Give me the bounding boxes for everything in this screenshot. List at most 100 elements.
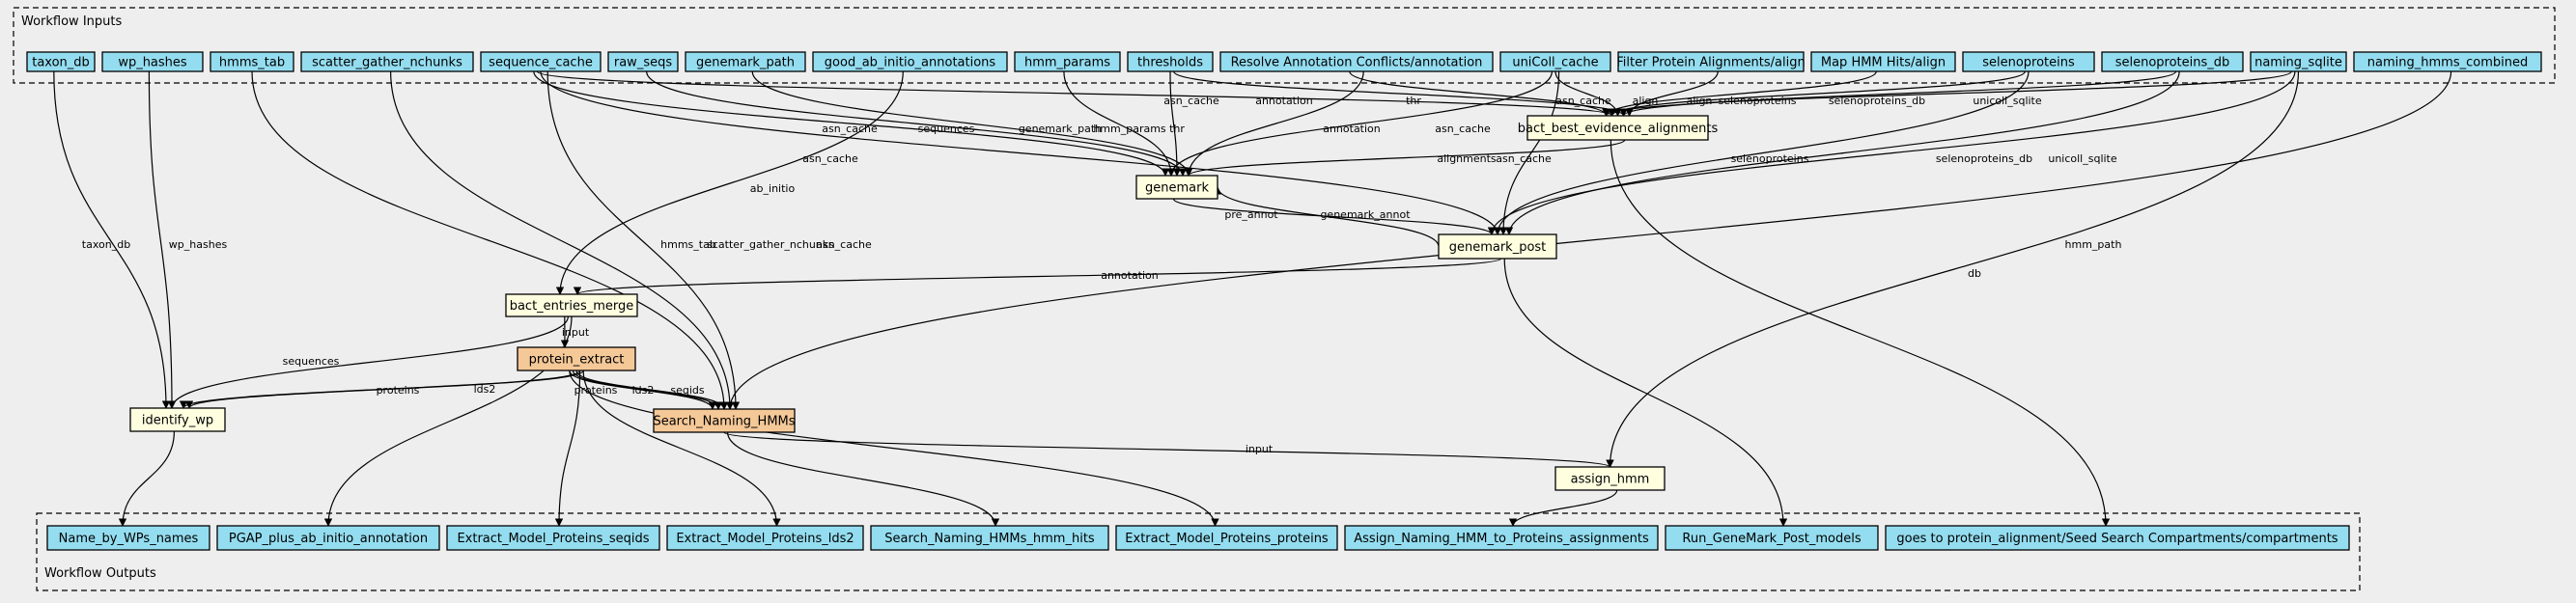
node-label: goes to protein_alignment/Seed Search Co…: [1896, 532, 2338, 546]
edge-label: sequences: [918, 123, 975, 135]
node-label: uniColl_cache: [1512, 56, 1598, 70]
inputs-cluster-title: Workflow Inputs: [21, 14, 122, 29]
node-genemark-path[interactable]: genemark_path: [686, 52, 805, 71]
node-label: selenoproteins: [1982, 56, 2075, 70]
node-raw-seqs[interactable]: raw_seqs: [608, 52, 678, 71]
edge-label: proteins: [377, 384, 420, 397]
node-identify-wp[interactable]: identify_wp: [130, 408, 225, 431]
node-hmms-tab[interactable]: hmms_tab: [210, 52, 294, 71]
outputs-cluster-title: Workflow Outputs: [44, 566, 156, 581]
edge-protein_extract-to-identify_wp: [189, 370, 583, 408]
node-label: hmm_params: [1024, 56, 1110, 70]
node-label: bact_entries_merge: [510, 299, 634, 314]
edge-label: unicoll_sqlite: [2048, 152, 2117, 165]
node-selenoproteins-db[interactable]: selenoproteins_db: [2102, 52, 2243, 71]
node-label: Search_Naming_HMMs_hmm_hits: [884, 532, 1095, 546]
node-label: hmms_tab: [219, 56, 285, 70]
edge-label: selenoproteins_db: [1936, 152, 2032, 165]
edge-label: hmm_path: [2065, 238, 2122, 251]
node-label: Run_GeneMark_Post_models: [1682, 532, 1861, 546]
node-assign-hmm[interactable]: assign_hmm: [1555, 467, 1665, 490]
node-hmm-params[interactable]: hmm_params: [1015, 52, 1120, 71]
node-label: bact_best_evidence_alignments: [1518, 122, 1719, 136]
node-o-hmm-hits[interactable]: Search_Naming_HMMs_hmm_hits: [871, 526, 1108, 550]
edge-label: db: [1968, 267, 1981, 280]
node-label: Resolve Annotation Conflicts/annotation: [1231, 56, 1483, 70]
edge-label: thr: [1169, 123, 1185, 135]
edge-good_ab_initio_annotations-to-bact_entries_merge: [560, 71, 903, 294]
edge-search_naming-to-assign_hmm: [724, 432, 1610, 467]
edge-label: annotation: [1255, 95, 1313, 107]
node-selenoproteins[interactable]: selenoproteins: [1963, 52, 2094, 71]
node-label: sequence_cache: [489, 56, 593, 70]
edge-bact_best-to-genemark: [1189, 140, 1625, 176]
node-genemark[interactable]: genemark: [1136, 176, 1218, 199]
node-resolve-annot[interactable]: Resolve Annotation Conflicts/annotation: [1220, 52, 1493, 71]
node-label: assign_hmm: [1571, 473, 1650, 487]
node-label: identify_wp: [142, 414, 213, 428]
node-map-hmm[interactable]: Map HMM Hits/align: [1811, 52, 1955, 71]
node-label: genemark_path: [696, 56, 795, 70]
node-unicoll-cache[interactable]: uniColl_cache: [1500, 52, 1610, 71]
edge-label: genemark_annot: [1320, 208, 1411, 221]
node-label: genemark: [1145, 181, 1209, 196]
node-label: scatter_gather_nchunks: [312, 56, 462, 70]
edge-search_naming-to-o_hmm_hits: [728, 432, 995, 526]
edge-label: ab_initio: [750, 182, 796, 195]
node-search-naming[interactable]: Search_Naming_HMMs: [653, 409, 795, 432]
node-scatter-gather-nchunks[interactable]: scatter_gather_nchunks: [301, 52, 473, 71]
node-filter-align[interactable]: Filter Protein Alignments/align: [1616, 52, 1805, 71]
node-label: good_ab_initio_annotations: [825, 56, 996, 70]
node-label: wp_hashes: [118, 56, 187, 70]
node-thresholds[interactable]: thresholds: [1128, 52, 1213, 71]
node-o-goes-to[interactable]: goes to protein_alignment/Seed Search Co…: [1886, 526, 2349, 550]
node-label: genemark_post: [1449, 240, 1547, 255]
node-genemark-post[interactable]: genemark_post: [1439, 234, 1556, 259]
edge-label: pre_annot: [1224, 208, 1278, 221]
edge-thresholds-to-bact_best: [1174, 71, 1624, 116]
outputs-cluster: [37, 513, 2360, 590]
edge-label: asn_cache: [1555, 95, 1611, 107]
edge-label: hmm_params: [1093, 123, 1166, 135]
node-label: Extract_Model_Proteins_seqids: [457, 532, 649, 546]
node-o-assign[interactable]: Assign_Naming_HMM_to_Proteins_assignment…: [1345, 526, 1658, 550]
node-protein-extract[interactable]: protein_extract: [518, 347, 635, 370]
node-wp-hashes[interactable]: wp_hashes: [102, 52, 203, 71]
edge-genemark_post-to-bact_entries_merge: [577, 259, 1501, 294]
node-taxon-db[interactable]: taxon_db: [27, 52, 95, 71]
edge-label: asn_cache: [802, 152, 858, 165]
edge-label: taxon_db: [82, 238, 130, 251]
node-label: Filter Protein Alignments/align: [1616, 56, 1805, 70]
edge-label: thr: [1406, 95, 1421, 107]
node-o-seqids[interactable]: Extract_Model_Proteins_seqids: [447, 526, 659, 550]
node-o-lds2[interactable]: Extract_Model_Proteins_lds2: [667, 526, 863, 550]
node-label: taxon_db: [32, 56, 90, 70]
node-good-ab-initio-annotations[interactable]: good_ab_initio_annotations: [813, 52, 1007, 71]
node-naming-hmms-combined[interactable]: naming_hmms_combined: [2354, 52, 2541, 71]
node-sequence-cache[interactable]: sequence_cache: [481, 52, 601, 71]
edge-label: asn_cache: [816, 238, 872, 251]
node-bact-entries-merge[interactable]: bact_entries_merge: [506, 294, 637, 316]
node-naming-sqlite[interactable]: naming_sqlite: [2251, 52, 2346, 71]
node-o-pgap-plus[interactable]: PGAP_plus_ab_initio_annotation: [217, 526, 439, 550]
node-label: naming_hmms_combined: [2367, 56, 2528, 70]
edge-map_hmm-to-bact_best: [1607, 71, 1877, 116]
edge-label: proteins: [574, 384, 618, 397]
edge-label: annotation: [1101, 269, 1159, 282]
node-label: PGAP_plus_ab_initio_annotation: [229, 532, 428, 546]
edge-label: asn_cache: [822, 123, 878, 135]
edge-label: unicoll_sqlite: [1973, 95, 2042, 107]
edge-label: alignments: [1437, 152, 1497, 165]
edge-naming_sqlite-to-bact_best: [1607, 71, 2292, 116]
node-label: thresholds: [1137, 56, 1203, 70]
node-o-proteins[interactable]: Extract_Model_Proteins_proteins: [1116, 526, 1337, 550]
node-o-name-by-wp[interactable]: Name_by_WPs_names: [47, 526, 210, 550]
node-o-run-gm[interactable]: Run_GeneMark_Post_models: [1666, 526, 1878, 550]
node-bact-best[interactable]: bact_best_evidence_alignments: [1518, 116, 1719, 140]
edge-bact_best-to-o_goes_to: [1610, 140, 2106, 526]
node-label: raw_seqs: [614, 56, 672, 70]
node-label: Extract_Model_Proteins_proteins: [1125, 532, 1329, 546]
edge-selenoproteins_db-to-bact_best: [1624, 71, 2176, 116]
